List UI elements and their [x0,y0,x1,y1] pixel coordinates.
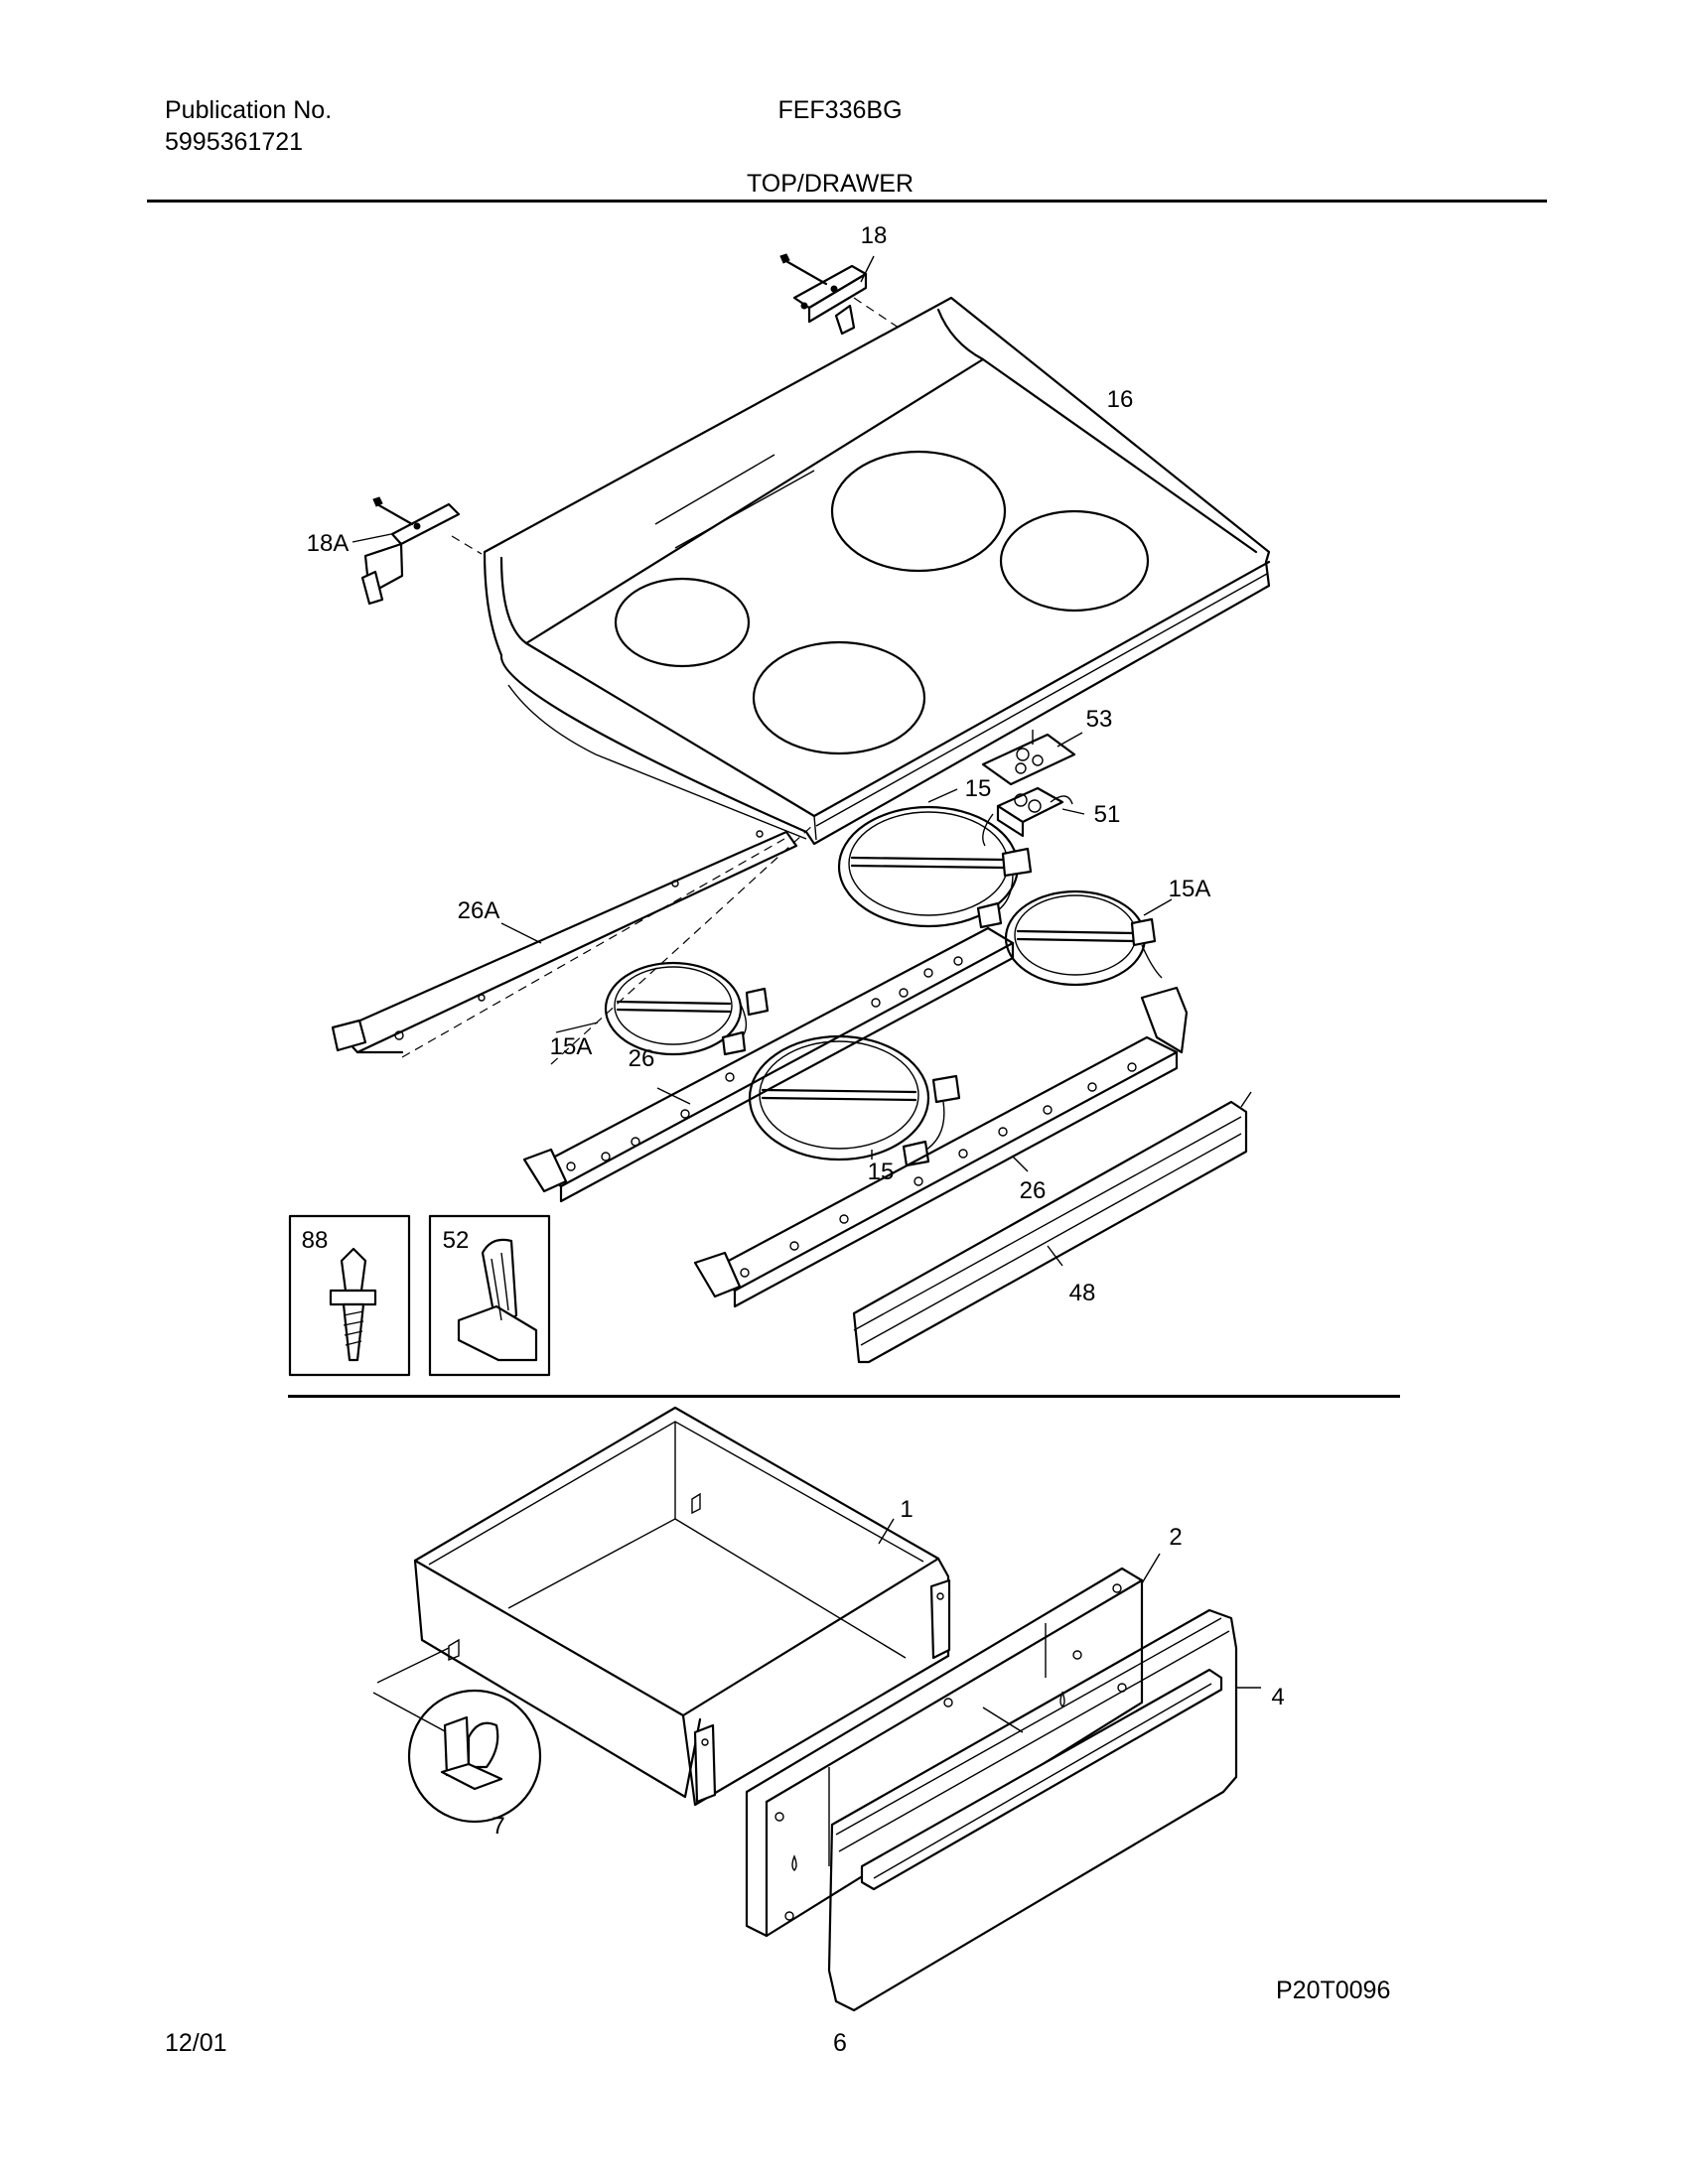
callout-15-rear: 15 [965,775,992,802]
callout-51: 51 [1094,801,1121,828]
inset-stud-box [288,1214,411,1377]
element-large-rear-part [837,788,1033,929]
section-divider [288,1395,1400,1398]
callout-26-middle: 26 [629,1045,655,1072]
element-small-right-part [1004,889,1173,987]
callout-1: 1 [900,1496,913,1523]
callout-18: 18 [861,222,888,249]
trim-strip-part [852,1091,1252,1364]
callout-16: 16 [1107,386,1134,413]
header-rule [147,200,1547,203]
drawer-body-part [372,1406,951,1807]
page-number: 6 [833,2029,847,2057]
drawer-glide-inset [407,1689,542,1824]
callout-53: 53 [1086,706,1113,733]
support-bar-left-part [331,823,815,1065]
drawing-id: P20T0096 [1276,1977,1391,2004]
hinge-bracket-left-part [352,496,483,606]
callout-48: 48 [1069,1280,1096,1306]
drawer-front-part [827,1608,1261,2012]
maintop-part [483,296,1271,846]
element-large-front-part [748,1034,961,1167]
footer-date: 12/01 [165,2029,227,2057]
callout-26-front: 26 [1020,1177,1047,1204]
terminal-block-bracket-part [981,730,1083,786]
support-bar-middle-part [522,926,1015,1203]
support-bar-front-part [693,986,1189,1308]
publication-label: Publication No. [165,96,333,124]
callout-4: 4 [1271,1684,1284,1710]
callout-7: 7 [492,1813,504,1840]
inset-clip-box [428,1214,551,1377]
callout-15-front: 15 [868,1159,895,1185]
callout-52: 52 [443,1227,470,1254]
callout-18a: 18A [307,530,350,557]
publication-number: 5995361721 [165,128,304,156]
callout-26a: 26A [458,897,500,924]
section-title: TOP/DRAWER [746,170,914,198]
model-number: FEF336BG [777,96,903,124]
callout-15a-right: 15A [1169,876,1211,902]
callout-2: 2 [1169,1524,1182,1551]
callout-88: 88 [302,1227,329,1254]
callout-15a-left: 15A [550,1033,593,1060]
terminal-block-part [982,786,1085,847]
drawer-front-panel-part [745,1553,1161,1938]
hinge-bracket-rear-part [779,253,900,336]
element-small-left-part [555,961,770,1056]
